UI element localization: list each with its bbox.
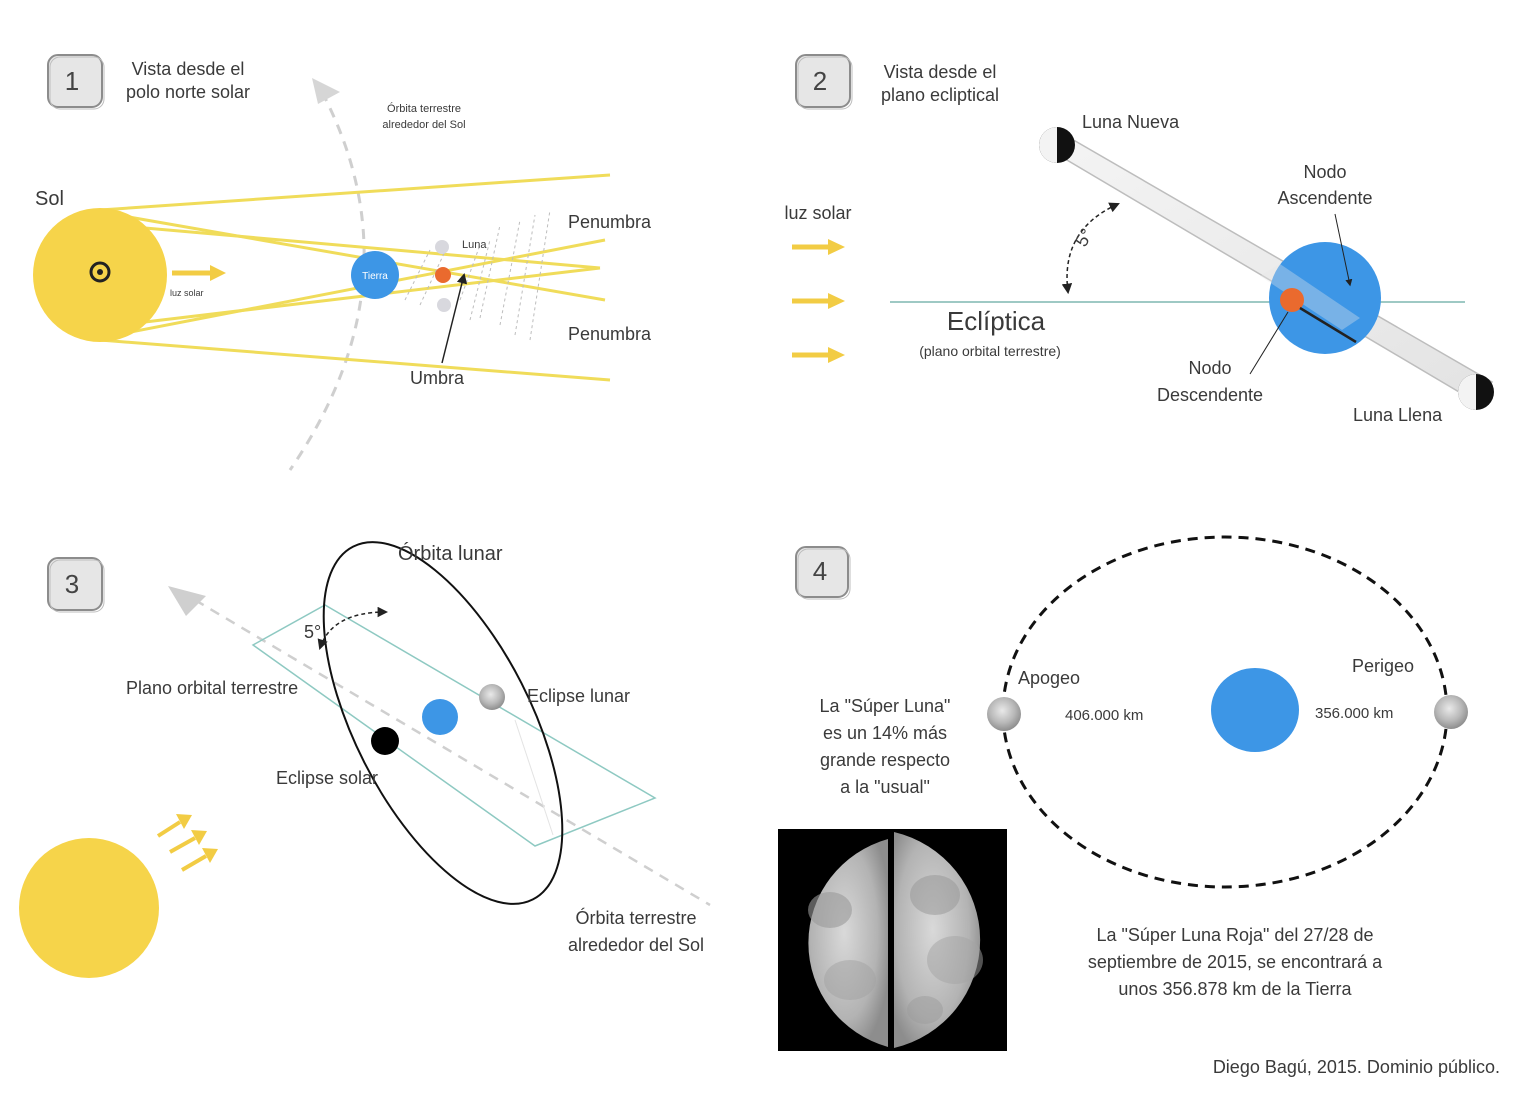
angle-label-panel3: 5° [304,622,321,642]
sunlight-label-panel2: luz solar [784,203,851,223]
earth-panel4 [1211,668,1299,752]
ascending-node-line1: Nodo [1303,162,1346,182]
apogee-label: Apogeo [1018,668,1080,688]
angle-label-panel2: 5° [1071,225,1097,250]
panel-2-badge-number: 2 [813,66,827,96]
panel-2-title-line2: plano ecliptical [881,85,999,105]
panel-1-badge-number: 1 [65,66,79,96]
panel-4: 4 Apogeo 406.000 km Perigeo 356.000 km L… [778,537,1468,1051]
moon-orange [435,267,451,283]
earth-label-panel1: Tierra [362,271,388,282]
sun-panel3 [19,838,159,978]
new-moon-label: Luna Nueva [1082,112,1180,132]
panel-4-badge-number: 4 [813,556,827,586]
descending-node-pointer [1250,312,1288,374]
super-moon-note-line4: a la "usual" [840,777,930,797]
penumbra-top-label: Penumbra [568,212,652,232]
angle-arc-panel2 [1067,204,1118,292]
moon-bottom [437,298,451,312]
earth-orbit-label-line2: alrededor del Sol [382,119,465,131]
red-moon-note-line1: La "Súper Luna Roja" del 27/28 de [1097,925,1374,945]
moon-size-comparison-image [778,829,1007,1051]
sunlight-arrow-icon [172,265,226,281]
earth-orbit-label-panel3-line2: alrededor del Sol [568,935,704,955]
solar-eclipse-label: Eclipse solar [276,768,378,788]
sunlight-arrows-panel2 [792,239,845,363]
earth-orbit-dashed-line [195,600,710,905]
panel-2: 2 Vista desde el plano ecliptical luz so… [784,55,1494,425]
panel-1-badge: 1 [48,55,104,109]
moon-label-panel1: Luna [462,239,487,251]
lunar-orbit-label: Órbita lunar [398,542,503,565]
penumbra-bottom-label: Penumbra [568,324,652,344]
lunar-eclipse-label: Eclipse lunar [527,686,630,706]
panel-3-badge: 3 [48,558,104,612]
angle-arc-panel3 [320,612,386,648]
panel-4-badge: 4 [796,547,850,599]
panel-3: 3 Órbita lunar 5° Plano orbital terrestr… [19,507,710,978]
ecliptic-sublabel: (plano orbital terrestre) [919,343,1061,359]
descending-node-line2: Descendente [1157,385,1263,405]
moon-top [435,240,449,254]
panel-1-title-line2: polo norte solar [126,82,250,102]
full-moon-icon [1458,374,1494,410]
ecliptic-label: Eclíptica [947,306,1046,336]
perigee-distance: 356.000 km [1315,705,1393,722]
red-moon-note-line2: septiembre de 2015, se encontrará a [1088,952,1383,972]
umbra-label: Umbra [410,368,465,388]
earth-panel3 [422,699,458,735]
panel-1: 1 Vista desde el polo norte solar Órbita… [33,55,652,470]
sunlight-label-panel1: luz solar [170,288,204,298]
apogee-distance: 406.000 km [1065,707,1143,724]
sun-label: Sol [35,188,64,210]
descending-node-line1: Nodo [1188,358,1231,378]
perigee-label: Perigeo [1352,656,1414,676]
full-moon-label: Luna Llena [1353,405,1443,425]
earth-orbit-arrowhead-panel3 [168,586,206,616]
panel-3-badge-number: 3 [65,569,79,599]
solar-eclipse-moon [371,727,399,755]
panel-2-badge: 2 [796,55,852,109]
earth-orbit-label-line1: Órbita terrestre [387,102,461,115]
panel-1-title-line1: Vista desde el [132,59,245,79]
super-moon-note-line3: grande respecto [820,750,950,770]
credit-text: Diego Bagú, 2015. Dominio público. [1213,1057,1500,1077]
lunar-eclipse-moon [479,684,505,710]
perigee-moon [1434,695,1468,729]
panel-2-title-line1: Vista desde el [884,62,997,82]
ascending-node-line2: Ascendente [1277,188,1372,208]
super-moon-note-line2: es un 14% más [823,723,947,743]
umbra-pointer [442,275,464,363]
earth-orbit-label-panel3-line1: Órbita terrestre [575,907,696,928]
orbital-plane-inner-line [515,720,553,835]
orbital-plane-label: Plano orbital terrestre [126,678,298,698]
apogee-moon [987,697,1021,731]
sunlight-arrows-panel3 [158,814,218,870]
red-moon-note-line3: unos 356.878 km de la Tierra [1118,979,1352,999]
new-moon-icon [1039,127,1075,163]
super-moon-note-line1: La "Súper Luna" [820,696,951,716]
